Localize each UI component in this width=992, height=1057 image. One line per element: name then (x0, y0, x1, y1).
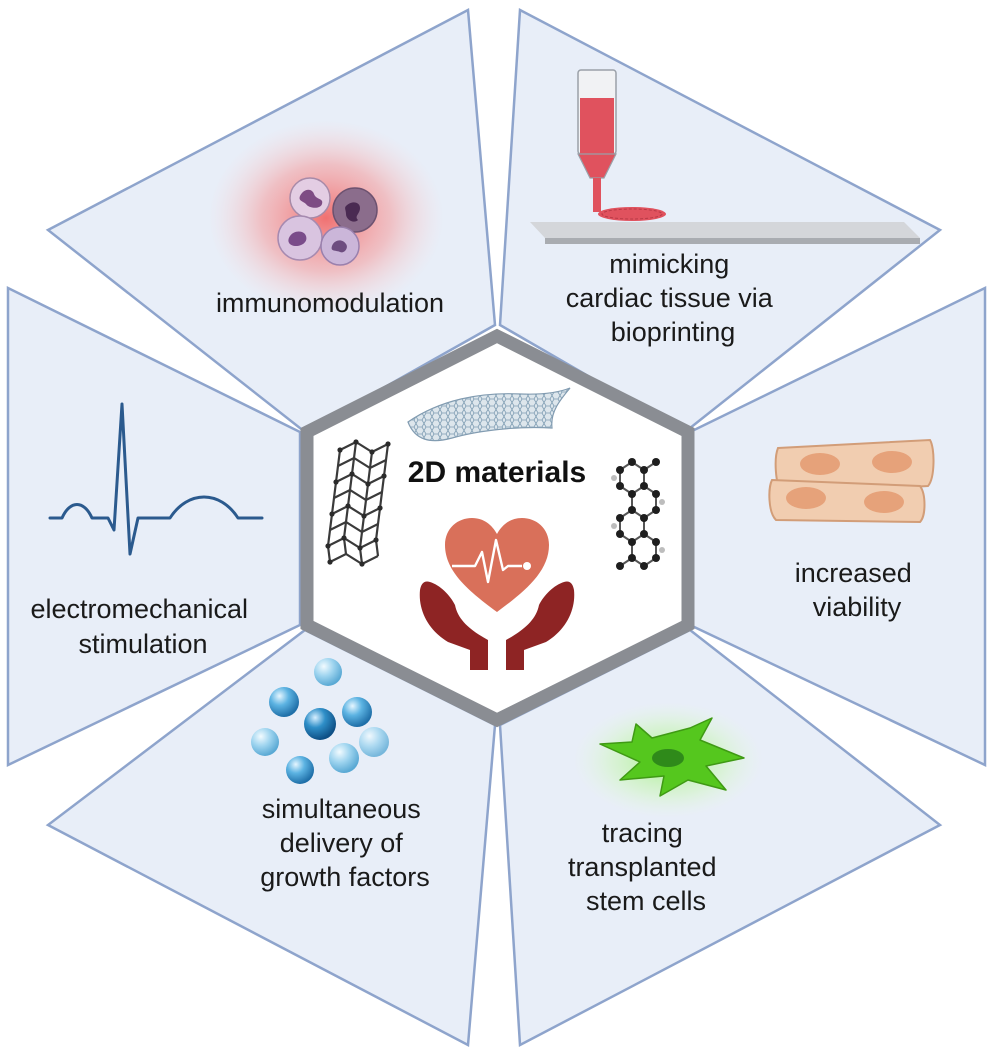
lattice-light-atoms (611, 475, 665, 553)
neutrophil-cells-icon (208, 120, 444, 316)
stem-cell-icon (573, 702, 763, 818)
label-bioprinting: mimicking cardiac tissue via bioprinting (566, 249, 781, 347)
heart-hands-icon (419, 518, 575, 670)
center-hexagon (300, 328, 695, 728)
label-growth-factors: simultaneous delivery of growth factors (260, 794, 430, 892)
label-electromechanical: electromechanical stimulation (30, 594, 255, 659)
label-viability: increased viability (795, 558, 920, 622)
bioprinter-icon (530, 69, 920, 244)
phosphorene-atoms (325, 439, 391, 567)
lattice-atoms (616, 458, 660, 570)
cardiomyocytes-icon (768, 438, 935, 524)
phosphorene-icon (326, 440, 390, 566)
spheres-icon (251, 658, 389, 784)
center-title: 2D materials (408, 456, 586, 489)
label-tracing: tracing transplanted stem cells (568, 818, 724, 916)
panel-electromechanical (6, 285, 302, 767)
ecg-icon (48, 402, 264, 556)
label-immunomodulation: immunomodulation (216, 288, 444, 318)
graphene-sheet-icon (407, 387, 571, 442)
